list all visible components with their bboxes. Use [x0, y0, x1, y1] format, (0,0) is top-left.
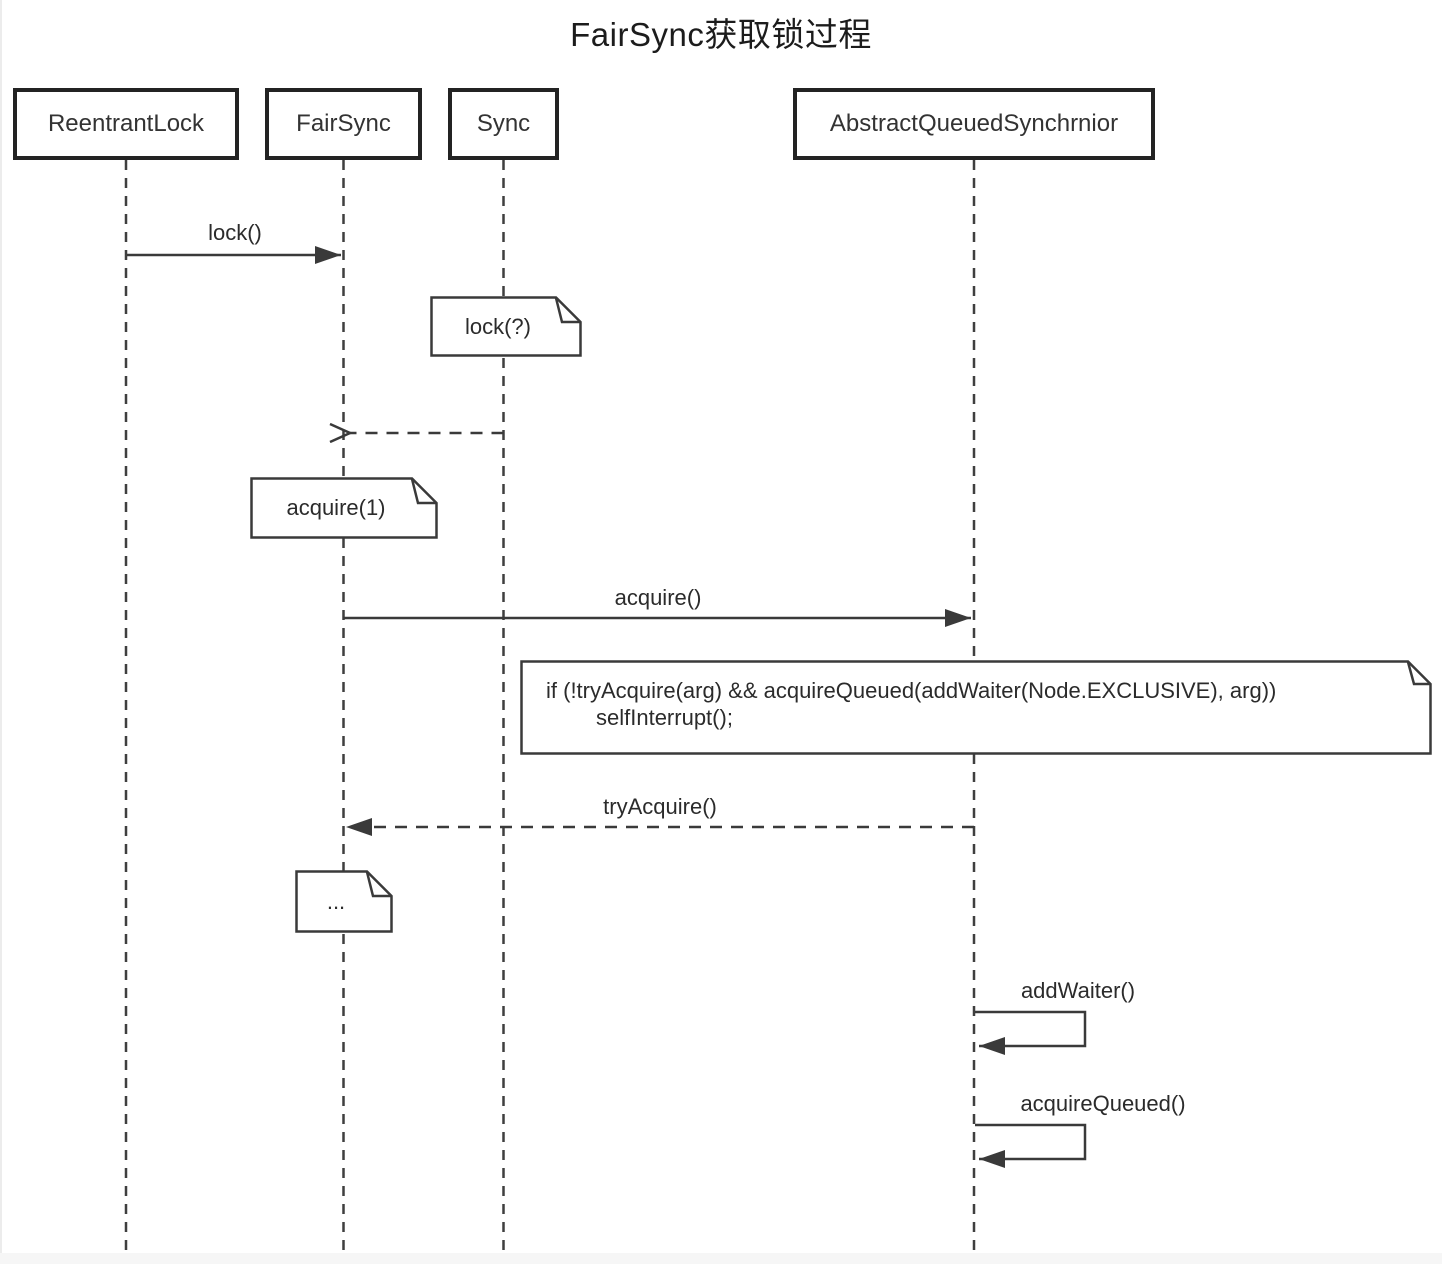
note-code-line-1: if (!tryAcquire(arg) && acquireQueued(ad…	[546, 678, 1277, 703]
note-shape	[430, 296, 582, 357]
note-acquire-text: acquire(1)	[286, 495, 386, 520]
message-arrow-acquirequeued-selfloop	[975, 1123, 1087, 1168]
left-edge-line	[0, 0, 2, 1253]
actor-label-fairsync: FairSync	[296, 110, 391, 137]
message-label-addwaiter: addWaiter()	[1020, 978, 1136, 1003]
actor-box-fairsync: FairSync	[265, 88, 422, 160]
message-label-lock: lock()	[208, 220, 262, 245]
note-acquire: acquire(1)	[250, 477, 438, 539]
note-lock-text: lock(?)	[464, 313, 531, 339]
note-shape	[520, 660, 1432, 755]
actor-label-reentrantlock: ReentrantLock	[47, 110, 205, 137]
message-label-tryacquire: tryAcquire()	[603, 794, 717, 819]
actor-box-sync: Sync	[448, 88, 559, 160]
message-label-acquirequeued: acquireQueued()	[1020, 1091, 1186, 1116]
actor-label-sync: Sync	[476, 110, 531, 137]
note-ellipsis-text: ...	[326, 888, 346, 914]
diagram-title: FairSync获取锁过程	[570, 16, 872, 53]
actor-box-reentrantlock: ReentrantLock	[13, 88, 239, 160]
note-shape	[295, 870, 393, 933]
note-lock: lock(?)	[430, 296, 582, 357]
actor-box-aqs: AbstractQueuedSynchrnior	[793, 88, 1155, 160]
message-arrow-addwaiter-selfloop	[975, 1010, 1087, 1055]
note-code-lines: if (!tryAcquire(arg) && acquireQueued(ad…	[520, 660, 1432, 731]
note-ellipsis: ...	[295, 870, 393, 933]
bottom-strip	[0, 1253, 1442, 1264]
message-label-acquire: acquire()	[614, 585, 702, 610]
note-code: if (!tryAcquire(arg) && acquireQueued(ad…	[520, 660, 1432, 755]
note-shape	[250, 477, 438, 539]
actor-label-aqs: AbstractQueuedSynchrnior	[829, 110, 1119, 137]
note-code-line-2: selfInterrupt();	[596, 705, 733, 730]
